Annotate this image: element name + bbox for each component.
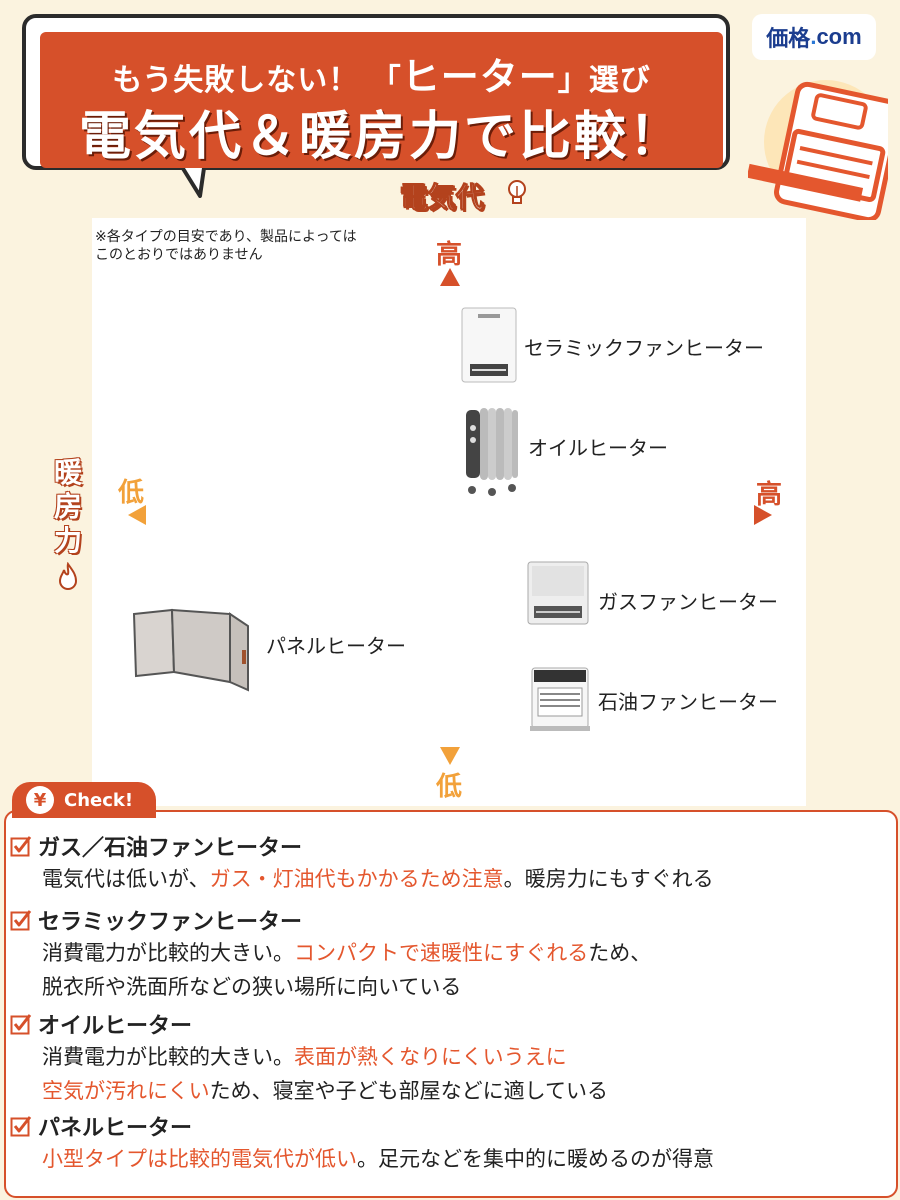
- y-high-label: 高: [436, 240, 463, 270]
- description-line: 消費電力が比較的大きい。コンパクトで速暖性にすぐれるため、: [42, 936, 651, 970]
- flame-icon: [58, 562, 78, 590]
- description-text: 。足元などを集中的に暖めるのが得意: [357, 1147, 714, 1171]
- kakaku-logo: 価格.com: [752, 14, 876, 60]
- check-item: オイルヒーター消費電力が比較的大きい。表面が熱くなりにくいうえに空気が汚れにくい…: [10, 1008, 608, 1108]
- description-line: 消費電力が比較的大きい。表面が熱くなりにくいうえに: [42, 1040, 608, 1074]
- checkbox-icon: [10, 1014, 32, 1035]
- yen-icon: ¥: [26, 786, 54, 814]
- panel-heater-icon: [132, 608, 249, 692]
- x-low-label: 低: [118, 478, 145, 508]
- check-item-heading: ガス／石油ファンヒーター: [10, 830, 714, 862]
- check-section: [4, 810, 898, 1198]
- checkbox-icon: [10, 1116, 32, 1137]
- chart-note: ※各タイプの目安であり、製品によっては このとおりではありません: [95, 229, 357, 263]
- highlight-text: ガス・灯油代もかかるため注意: [209, 867, 504, 891]
- highlight-text: 空気が汚れにくい: [42, 1079, 210, 1103]
- check-item-title: オイルヒーター: [38, 1014, 193, 1039]
- light-bulb-icon: [508, 180, 526, 204]
- x-axis-arrow-right: [754, 505, 772, 525]
- description-text: 脱衣所や洗面所などの狭い場所に向いている: [42, 975, 462, 999]
- kerosene-heater-icon: [530, 667, 590, 731]
- x-axis-arrow-left: [128, 505, 146, 525]
- y-axis-arrow-up: [440, 268, 460, 286]
- check-item-description: 電気代は低いが、ガス・灯油代もかかるため注意。暖房力にもすぐれる: [42, 862, 714, 896]
- description-line: 脱衣所や洗面所などの狭い場所に向いている: [42, 970, 651, 1004]
- gas-heater-icon: [527, 561, 589, 625]
- checkbox-icon: [10, 836, 32, 857]
- item-label-oil: オイルヒーター: [528, 436, 668, 460]
- highlight-text: コンパクトで速暖性にすぐれる: [294, 941, 589, 965]
- description-text: 電気代は低いが、: [42, 867, 210, 891]
- oil-heater-icon: [466, 408, 518, 496]
- item-label-panel: パネルヒーター: [266, 634, 406, 658]
- y-axis-title: 電気代: [399, 181, 485, 215]
- highlight-text: 小型タイプは比較的電気代が低い: [42, 1147, 357, 1171]
- check-item-title: セラミックファンヒーター: [38, 910, 303, 935]
- check-item: セラミックファンヒーター消費電力が比較的大きい。コンパクトで速暖性にすぐれるため…: [10, 904, 651, 1004]
- check-item-description: 消費電力が比較的大きい。表面が熱くなりにくいうえに空気が汚れにくいため、寝室や子…: [42, 1040, 608, 1108]
- description-line: 電気代は低いが、ガス・灯油代もかかるため注意。暖房力にもすぐれる: [42, 862, 714, 896]
- check-item: パネルヒーター小型タイプは比較的電気代が低い。足元などを集中的に暖めるのが得意: [10, 1110, 714, 1176]
- description-text: ため、: [588, 941, 652, 965]
- check-item-title: パネルヒーター: [38, 1116, 193, 1141]
- x-axis-title: 暖 房 力: [53, 456, 82, 557]
- item-label-ceramic: セラミックファンヒーター: [524, 336, 764, 360]
- checkbox-icon: [10, 910, 32, 931]
- check-item-heading: オイルヒーター: [10, 1008, 608, 1040]
- check-tab: ¥ Check!: [12, 782, 156, 818]
- highlight-text: 表面が熱くなりにくいうえに: [294, 1045, 567, 1069]
- description-text: 消費電力が比較的大きい。: [42, 1045, 294, 1069]
- description-text: ため、寝室や子ども部屋などに適している: [209, 1079, 608, 1103]
- heater-decoration-icon: [748, 80, 888, 220]
- description-line: 小型タイプは比較的電気代が低い。足元などを集中的に暖めるのが得意: [42, 1142, 714, 1176]
- check-item-description: 小型タイプは比較的電気代が低い。足元などを集中的に暖めるのが得意: [42, 1142, 714, 1176]
- check-item-title: ガス／石油ファンヒーター: [38, 836, 303, 861]
- check-item-description: 消費電力が比較的大きい。コンパクトで速暖性にすぐれるため、脱衣所や洗面所などの狭…: [42, 936, 651, 1004]
- check-item: ガス／石油ファンヒーター電気代は低いが、ガス・灯油代もかかるため注意。暖房力にも…: [10, 830, 714, 896]
- description-text: 消費電力が比較的大きい。: [42, 941, 294, 965]
- description-line: 空気が汚れにくいため、寝室や子ども部屋などに適している: [42, 1074, 608, 1108]
- y-axis-arrow-down: [440, 747, 460, 765]
- check-item-heading: セラミックファンヒーター: [10, 904, 651, 936]
- header-subtitle: もう失敗しない！ 「ヒーター」選び: [112, 55, 651, 99]
- item-label-gas: ガスファンヒーター: [598, 590, 778, 614]
- header-title: 電気代＆暖房力で比較！: [78, 107, 684, 167]
- item-label-kerosene: 石油ファンヒーター: [598, 690, 778, 714]
- check-item-heading: パネルヒーター: [10, 1110, 714, 1142]
- header-banner: もう失敗しない！ 「ヒーター」選び 電気代＆暖房力で比較！: [40, 32, 723, 168]
- ceramic-heater-icon: [461, 307, 517, 383]
- check-tab-label: Check!: [64, 789, 134, 811]
- x-high-label: 高: [756, 480, 783, 510]
- description-text: 。暖房力にもすぐれる: [503, 867, 714, 891]
- y-low-label: 低: [436, 772, 463, 802]
